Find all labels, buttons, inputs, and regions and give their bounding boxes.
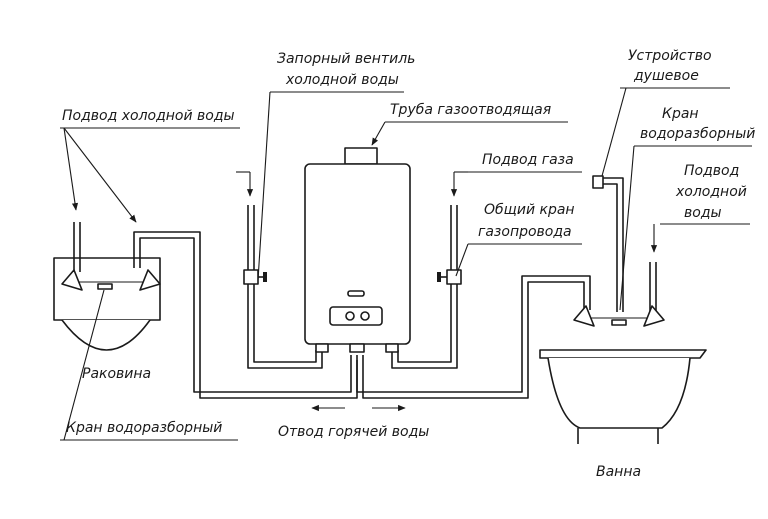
label-common-tap-line2: газопровода	[478, 224, 572, 240]
label-flue-pipe: Труба газоотводящая	[390, 102, 551, 118]
label-shutoff-valve-line2: холодной воды	[285, 72, 399, 88]
bathtub	[539, 349, 707, 444]
cold-water-shutoff-valve	[243, 269, 267, 285]
label-cold-water-supply-left: Подвод холодной воды	[62, 108, 235, 124]
label-shutoff-valve-line1: Запорный вентиль	[277, 51, 415, 67]
label-sink: Раковина	[82, 366, 151, 382]
sink	[53, 257, 161, 351]
cold-water-pipe-sink	[73, 222, 81, 272]
label-shower-line2: душевое	[633, 68, 699, 84]
bath-faucet	[573, 305, 665, 327]
label-sink-tap: Кран водоразборный	[66, 420, 222, 436]
sink-faucet	[61, 269, 161, 291]
label-cold-water-right-line1: Подвод	[684, 163, 739, 179]
shower-pipe	[592, 175, 624, 312]
label-shower-line1: Устройство	[628, 48, 712, 64]
label-cold-water-right-line2: холодной	[675, 184, 747, 200]
label-bath-tap-line2: водоразборный	[640, 126, 755, 142]
label-cold-water-right-line3: воды	[684, 205, 722, 221]
leader-lines	[60, 87, 752, 441]
gas-water-heater	[304, 147, 411, 353]
label-gas-supply: Подвод газа	[482, 152, 574, 168]
label-common-tap-line1: Общий кран	[484, 202, 575, 218]
label-bathtub: Ванна	[596, 464, 641, 480]
label-hot-water-outlet: Отвод горячей воды	[278, 424, 429, 440]
label-bath-tap-line1: Кран	[662, 106, 699, 122]
cold-water-pipe-bath	[649, 262, 657, 312]
gas-common-tap	[437, 269, 462, 285]
hot-water-pipe-to-bath	[356, 275, 591, 399]
